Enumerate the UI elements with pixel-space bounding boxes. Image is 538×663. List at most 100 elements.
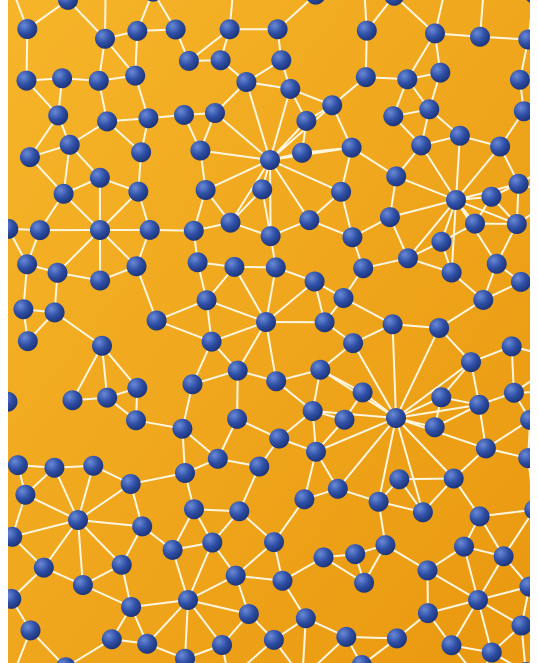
network-node [383,314,403,334]
network-node [389,469,409,489]
network-node [252,179,272,199]
network-node [48,263,68,283]
network-node [15,485,35,505]
network-node [442,263,462,283]
network-node [331,182,351,202]
network-node [178,590,198,610]
network-node [90,271,110,291]
network-node [97,111,117,131]
network-node [510,70,530,90]
network-node [387,628,407,648]
network-node [482,643,502,663]
network-node [425,417,445,437]
network-node [413,502,433,522]
network-node [305,272,325,292]
network-node [369,492,389,512]
network-node [271,50,291,70]
network-node [131,142,151,162]
network-node [450,126,470,146]
network-node [504,383,524,403]
network-node [487,254,507,274]
network-node [83,456,103,476]
network-node [228,361,248,381]
network-edge [270,160,271,236]
network-node [511,272,530,292]
network-node [398,248,418,268]
network-node [197,290,217,310]
network-node [20,147,40,167]
network-node [34,558,54,578]
network-node [249,457,269,477]
network-node [507,214,527,234]
network-node [294,489,314,509]
network-node [356,67,376,87]
network-node [264,532,284,552]
network-node [30,220,50,240]
network-node [322,95,342,115]
network-node [328,479,348,499]
network-node [17,19,37,39]
network-node [411,135,431,155]
network-node [202,332,222,352]
network-node [343,333,363,353]
network-node [470,27,490,47]
network-node [446,190,466,210]
network-node [306,442,326,462]
network-node [261,226,281,246]
network-node [465,214,485,234]
network-node [127,21,147,41]
network-node [357,21,377,41]
network-node [386,408,406,428]
network-node [229,501,249,521]
network-node [166,20,186,40]
network-image-frame [8,0,530,663]
network-node [345,544,365,564]
network-node [269,429,289,449]
network-node [490,137,510,157]
network-node [383,106,403,126]
network-node [52,68,72,88]
network-node [137,634,157,654]
network-node [444,469,464,489]
network-node [18,331,38,351]
network-node [266,371,286,391]
network-node [184,499,204,519]
network-node [226,566,246,586]
network-node [256,312,276,332]
network-node [17,71,37,91]
network-node [90,220,110,240]
network-node [292,143,312,163]
network-node [442,635,462,655]
network-node [184,221,204,241]
network-node [68,510,88,530]
network-node [296,111,316,131]
network-node [469,395,489,415]
network-node [44,458,64,478]
network-node [418,560,438,580]
network-node [196,180,216,200]
network-node [354,573,374,593]
network-node [299,210,319,230]
network-node [121,474,141,494]
network-node [430,63,450,83]
network-node [266,257,286,277]
network-node [138,108,158,128]
network-node [45,302,65,322]
network-node [174,105,194,125]
network-node [208,449,228,469]
network-node [494,546,514,566]
network-node [227,409,247,429]
network-node [296,608,316,628]
network-node [147,311,167,331]
network-node [54,184,74,204]
network-node [132,516,152,536]
network-node [127,256,147,276]
network-node [89,71,109,91]
network-node [264,630,284,650]
network-node [172,419,192,439]
network-node [509,174,529,194]
network-node [220,19,240,39]
network-node [188,252,208,272]
network-node [17,254,37,274]
network-node [461,352,481,372]
